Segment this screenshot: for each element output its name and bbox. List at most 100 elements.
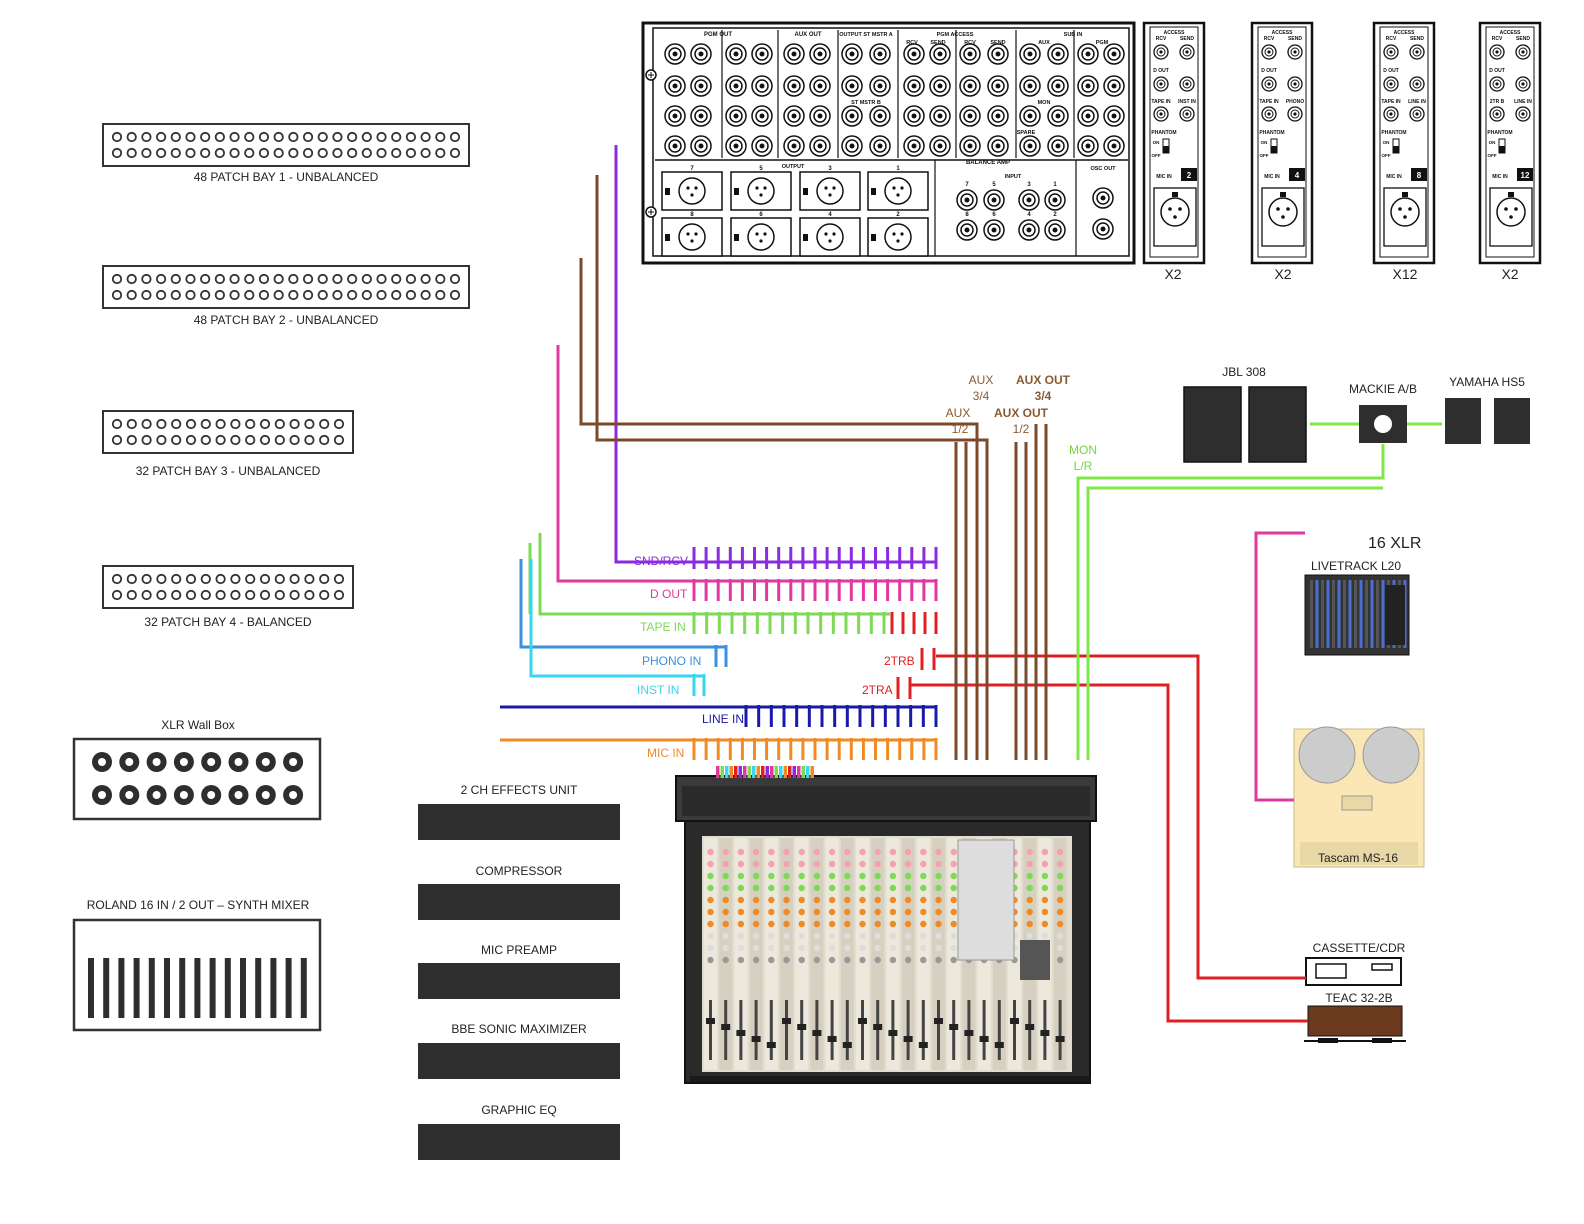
patch-jack	[273, 147, 284, 159]
channel-knob	[828, 884, 836, 892]
patch-jack	[274, 589, 285, 601]
patch-jack	[200, 418, 211, 430]
patch-jack	[185, 147, 196, 159]
livetrack-strip	[1337, 580, 1341, 648]
patch-jack	[245, 434, 256, 446]
patch-jack	[111, 589, 123, 601]
channel-knob	[783, 872, 790, 880]
patch-bay-2-frame	[102, 265, 470, 309]
module-title: ACCESS	[1500, 30, 1522, 36]
aux-out-12-label-b: 1/2	[1012, 422, 1030, 436]
channel-knob	[1041, 860, 1049, 868]
channel-knob	[935, 908, 942, 916]
channel-knob	[1056, 896, 1064, 904]
channel-knob	[1056, 848, 1064, 856]
patch-jack	[200, 589, 211, 601]
channel-knob	[798, 872, 805, 880]
patch-jack	[171, 418, 182, 430]
channel-knob	[1041, 848, 1049, 856]
rca-jack-pin	[995, 83, 1001, 89]
patch-jack	[214, 131, 225, 143]
section-mon: MON	[1038, 100, 1051, 106]
channel-knob	[1056, 908, 1064, 916]
module-row3-a: 2TR B	[1490, 99, 1505, 105]
section-pgm-access: PGM ACCESS	[937, 32, 974, 38]
patch-jack	[111, 289, 123, 301]
channel-knob	[798, 848, 805, 856]
channel-knob	[707, 908, 714, 916]
module-row2-label: D OUT	[1261, 68, 1277, 74]
module-jack-pin	[1415, 82, 1419, 86]
xlr-connector-center	[179, 758, 188, 766]
channel-knob	[722, 956, 729, 964]
channel-knob	[935, 944, 942, 952]
patch-jack	[302, 147, 314, 159]
patch-jack	[185, 289, 196, 301]
channel-knob	[844, 932, 851, 940]
channel-knob	[859, 932, 866, 940]
xlr-latch	[665, 188, 670, 195]
xlr-pin	[686, 232, 690, 236]
patch-jack	[319, 418, 330, 430]
fader-cap	[888, 1030, 898, 1036]
console-connector	[738, 766, 742, 778]
module-col-a: RCV	[1264, 36, 1275, 42]
fader-slot	[982, 1000, 986, 1060]
patch-jack	[304, 589, 315, 601]
rca-jack-pin	[759, 51, 765, 57]
patch-jack	[245, 589, 256, 601]
rca-jack-pin	[733, 113, 739, 119]
rca-jack-pin	[817, 83, 823, 89]
fader-cap	[903, 1036, 913, 1042]
livetrack-strip	[1376, 580, 1379, 648]
channel-knob	[859, 908, 866, 916]
console-connector	[765, 766, 769, 778]
channel-knob	[798, 944, 805, 952]
xlr-wall-box	[72, 737, 322, 821]
patch-jack	[289, 573, 300, 585]
phantom-switch-lever	[1393, 146, 1399, 153]
rca-jack-pin	[733, 143, 739, 149]
xlr-pin	[763, 232, 767, 236]
patch-jack	[405, 131, 417, 143]
channel-knob	[737, 920, 745, 928]
synth-fader	[300, 958, 307, 1018]
channel-knob	[920, 944, 927, 952]
synth-fader	[88, 958, 94, 1018]
patch-jack	[214, 273, 225, 285]
channel-knob	[707, 956, 714, 964]
channel-knob	[935, 860, 942, 868]
module-title: ACCESS	[1394, 30, 1416, 36]
channel-knob	[813, 884, 821, 892]
patch-jack	[244, 147, 255, 159]
xlr-connector-center	[152, 758, 161, 766]
patch-jack	[274, 573, 285, 585]
snd-rcv-cable	[614, 145, 936, 564]
patch-jack	[333, 418, 345, 430]
aux-34-label-a: AUX	[968, 373, 994, 387]
rca-jack-pin	[1052, 227, 1058, 233]
channel-knob	[874, 848, 881, 856]
patch-jack	[288, 289, 299, 301]
xlr-pin	[892, 232, 896, 236]
xlr-connector-center	[261, 758, 270, 766]
livetrack-strip	[1381, 580, 1385, 648]
fader-cap	[751, 1036, 761, 1042]
channel-strip	[901, 838, 915, 1070]
fader-slot	[937, 1000, 940, 1060]
rca-jack-pin	[1052, 197, 1058, 203]
module-1-multiplier: X2	[1164, 266, 1182, 282]
section-sub-in: SUB IN	[1064, 32, 1083, 38]
channel-knob	[874, 944, 881, 952]
synth-mixer-label: ROLAND 16 IN / 2 OUT – SYNTH MIXER	[86, 898, 310, 912]
xlr-pin	[832, 232, 836, 236]
channel-knob	[737, 932, 745, 940]
synth-fader	[148, 958, 155, 1018]
console-connector	[783, 766, 787, 778]
xlr-pin	[828, 193, 832, 197]
channel-knob	[828, 848, 836, 856]
patch-jack	[420, 147, 431, 159]
rca-jack-pin	[1055, 83, 1061, 89]
jbl-speaker-left	[1183, 386, 1242, 463]
